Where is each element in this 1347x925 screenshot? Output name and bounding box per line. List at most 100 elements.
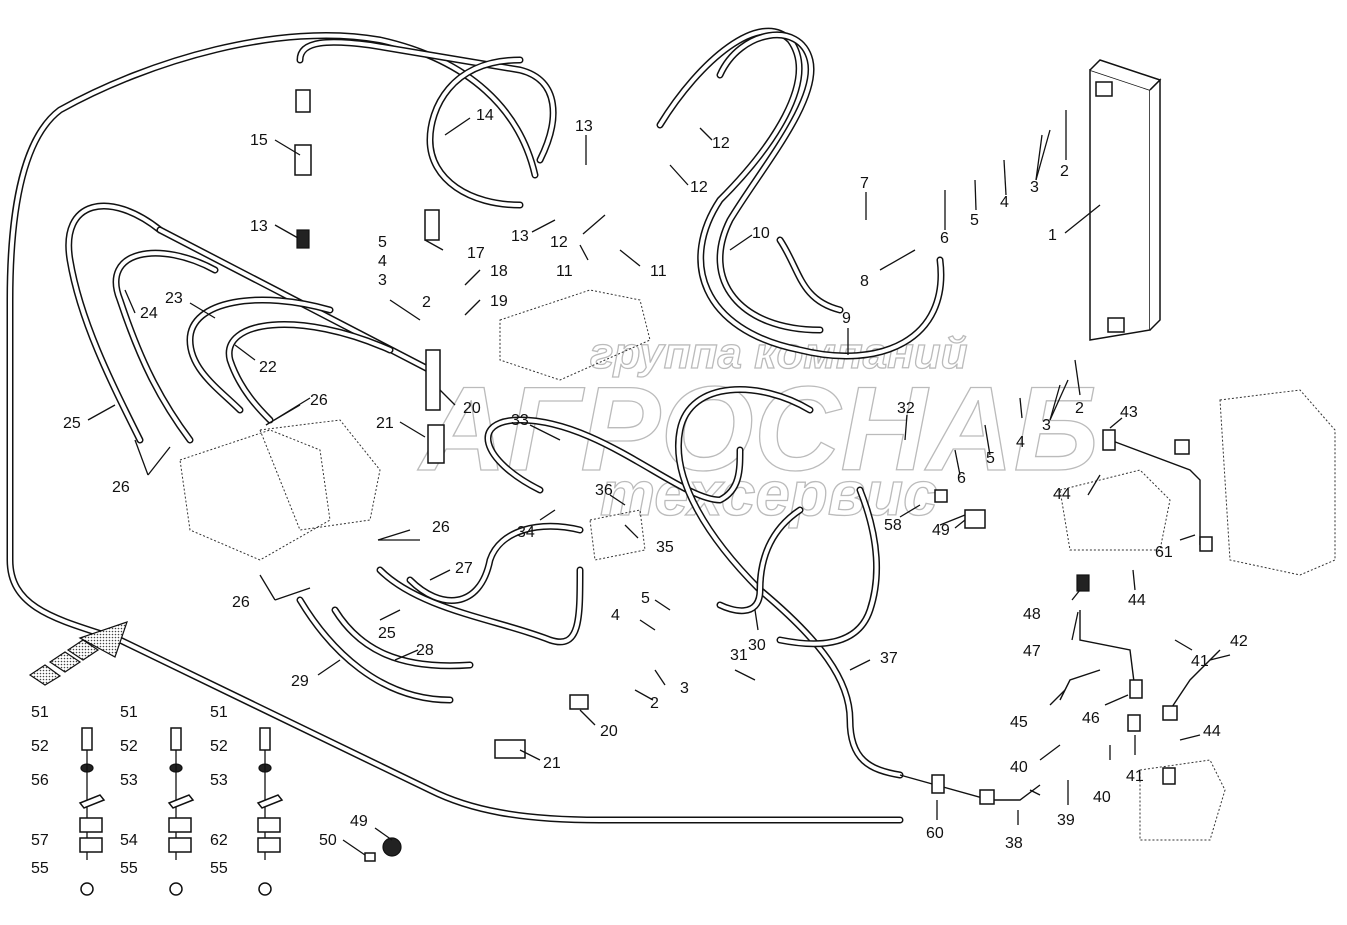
callout-2: 2 <box>422 294 431 311</box>
callout-26: 26 <box>310 392 328 409</box>
hose-group-upper <box>296 27 945 360</box>
callout-6: 6 <box>957 470 966 487</box>
callout-13: 13 <box>575 118 593 135</box>
callout-44: 44 <box>1128 592 1146 609</box>
callout-10: 10 <box>752 225 770 242</box>
callout-11: 11 <box>650 263 667 280</box>
callout-39: 39 <box>1057 812 1075 829</box>
callout-52: 52 <box>31 738 49 755</box>
callout-43: 43 <box>1120 404 1138 421</box>
equipment-outlines <box>179 289 1336 841</box>
callout-40: 40 <box>1093 789 1111 806</box>
callout-14: 14 <box>476 107 494 124</box>
callout-44: 44 <box>1053 486 1071 503</box>
callout-2: 2 <box>1075 400 1084 417</box>
callout-12: 12 <box>550 234 568 251</box>
callout-51: 51 <box>31 704 49 721</box>
callout-26: 26 <box>432 519 450 536</box>
callout-52: 52 <box>210 738 228 755</box>
clamp-kit-2 <box>167 727 195 896</box>
callout-54: 54 <box>120 832 138 849</box>
pipe-group-right <box>899 439 1221 801</box>
callout-49: 49 <box>932 522 950 539</box>
callout-20: 20 <box>463 400 481 417</box>
callout-46: 46 <box>1082 710 1100 727</box>
callout-36: 36 <box>595 482 613 499</box>
callout-33: 33 <box>511 412 529 429</box>
callout-56: 56 <box>31 772 49 789</box>
callout-37: 37 <box>880 650 898 667</box>
callout-51: 51 <box>210 704 228 721</box>
callout-20: 20 <box>600 723 618 740</box>
callout-30: 30 <box>748 637 766 654</box>
callout-49: 49 <box>350 813 368 830</box>
callout-4: 4 <box>611 607 620 624</box>
callout-2: 2 <box>1060 163 1069 180</box>
callout-44: 44 <box>1203 723 1221 740</box>
callout-55: 55 <box>120 860 138 877</box>
callout-5: 5 <box>641 590 650 607</box>
callout-34: 34 <box>517 524 535 541</box>
callout-3: 3 <box>680 680 689 697</box>
callout-26: 26 <box>112 479 130 496</box>
callout-12: 12 <box>690 179 708 196</box>
oil-cooler <box>1089 59 1162 341</box>
callout-51: 51 <box>120 704 138 721</box>
callout-21: 21 <box>376 415 394 432</box>
callout-9: 9 <box>842 310 851 327</box>
callout-61: 61 <box>1155 544 1173 561</box>
hose-group-center <box>484 386 904 779</box>
callout-32: 32 <box>897 400 915 417</box>
callout-13: 13 <box>250 218 268 235</box>
callout-50: 50 <box>319 832 337 849</box>
callout-24: 24 <box>140 305 158 322</box>
callout-19: 19 <box>490 293 508 310</box>
callout-3: 3 <box>378 272 387 289</box>
callout-17: 17 <box>467 245 485 262</box>
callout-55: 55 <box>210 860 228 877</box>
callout-41: 41 <box>1191 653 1209 670</box>
callout-40: 40 <box>1010 759 1028 776</box>
callout-27: 27 <box>455 560 473 577</box>
callout-5: 5 <box>970 212 979 229</box>
callout-3: 3 <box>1030 179 1039 196</box>
callout-53: 53 <box>210 772 228 789</box>
callout-22: 22 <box>259 359 277 376</box>
hose-group-left <box>65 202 584 704</box>
callout-35: 35 <box>656 539 674 556</box>
callout-4: 4 <box>1000 194 1009 211</box>
clamp-kit-1 <box>78 727 106 896</box>
callout-60: 60 <box>926 825 944 842</box>
callout-47: 47 <box>1023 643 1041 660</box>
callout-4: 4 <box>1016 434 1025 451</box>
callout-2: 2 <box>650 695 659 712</box>
watermark: группа компаний АГРОСНАБ техсервис <box>416 328 1099 529</box>
leader-lines <box>87 110 1231 856</box>
callout-62: 62 <box>210 832 228 849</box>
callout-31: 31 <box>730 647 748 664</box>
callout-18: 18 <box>490 263 508 280</box>
callout-13: 13 <box>511 228 529 245</box>
callout-labels: 1 2 2 2 2 3 3 3 3 4 4 4 4 5 5 5 5 6 6 7 … <box>31 107 1248 877</box>
callout-12: 12 <box>712 135 730 152</box>
callout-25: 25 <box>63 415 81 432</box>
callout-3: 3 <box>1042 417 1051 434</box>
callout-48: 48 <box>1023 606 1041 623</box>
callout-15: 15 <box>250 132 268 149</box>
callout-29: 29 <box>291 673 309 690</box>
callout-7: 7 <box>860 175 869 192</box>
callout-26: 26 <box>232 594 250 611</box>
callout-52: 52 <box>120 738 138 755</box>
callout-6: 6 <box>940 230 949 247</box>
callout-42: 42 <box>1230 633 1248 650</box>
callout-28: 28 <box>416 642 434 659</box>
callout-45: 45 <box>1010 714 1028 731</box>
clamp-kit-3 <box>256 727 284 896</box>
travel-direction-arrow-icon <box>28 621 128 686</box>
callout-4: 4 <box>378 253 387 270</box>
callout-55: 55 <box>31 860 49 877</box>
watermark-line1: группа компаний <box>590 329 968 378</box>
callout-23: 23 <box>165 290 183 307</box>
callout-53: 53 <box>120 772 138 789</box>
